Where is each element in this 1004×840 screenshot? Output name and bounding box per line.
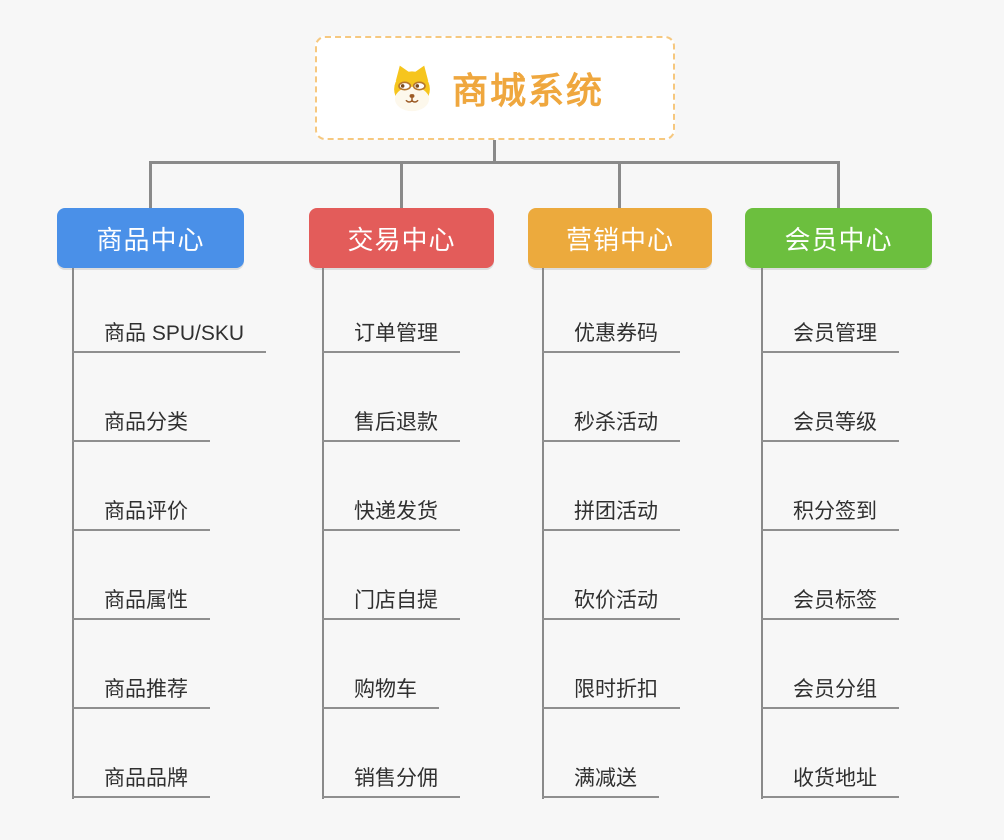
mindmap-node[interactable]: 商品 SPU/SKU (72, 317, 267, 353)
mindmap-node[interactable]: 订单管理 (322, 317, 460, 353)
mindmap-node[interactable]: 会员等级 (761, 406, 899, 442)
shiba-dog-icon (386, 64, 438, 112)
mindmap-node[interactable]: 会员分组 (761, 673, 899, 709)
root-node-mall-system[interactable]: 商城系统 (315, 36, 675, 140)
mindmap-node[interactable]: 门店自提 (322, 584, 460, 620)
branch-drop-connector (618, 161, 621, 208)
mindmap-node[interactable]: 收货地址 (761, 762, 899, 798)
branch-header-trade-center[interactable]: 交易中心 (309, 208, 494, 268)
mindmap-node[interactable]: 限时折扣 (542, 673, 680, 709)
root-trunk-connector (493, 140, 496, 163)
branch-trunk-line (322, 268, 324, 799)
branch-drop-connector (400, 161, 403, 208)
mindmap-node[interactable]: 秒杀活动 (542, 406, 680, 442)
mindmap-node[interactable]: 积分签到 (761, 495, 899, 531)
mindmap-node[interactable]: 会员标签 (761, 584, 899, 620)
horizontal-bus-connector (149, 161, 839, 164)
mindmap-node[interactable]: 商品品牌 (72, 762, 210, 798)
branch-header-member-center[interactable]: 会员中心 (745, 208, 932, 268)
mindmap-node[interactable]: 商品分类 (72, 406, 210, 442)
root-node-title: 商城系统 (451, 70, 604, 111)
branch-trunk-line (72, 268, 74, 799)
mindmap-node[interactable]: 商品属性 (72, 584, 210, 620)
mindmap-node[interactable]: 砍价活动 (542, 584, 680, 620)
mindmap-node[interactable]: 商品推荐 (72, 673, 210, 709)
mindmap-node[interactable]: 满减送 (542, 762, 659, 798)
branch-header-marketing-center[interactable]: 营销中心 (528, 208, 712, 268)
branch-drop-connector (149, 161, 152, 208)
mindmap-node[interactable]: 优惠券码 (542, 317, 680, 353)
branch-trunk-line (542, 268, 544, 799)
mindmap-node[interactable]: 商品评价 (72, 495, 210, 531)
branch-drop-connector (837, 161, 840, 208)
mindmap-node[interactable]: 售后退款 (322, 406, 460, 442)
branch-header-product-center[interactable]: 商品中心 (57, 208, 244, 268)
mindmap-node[interactable]: 购物车 (322, 673, 439, 709)
branch-trunk-line (761, 268, 763, 799)
mindmap-node[interactable]: 拼团活动 (542, 495, 680, 531)
mindmap-node[interactable]: 销售分佣 (322, 762, 460, 798)
mindmap-node[interactable]: 会员管理 (761, 317, 899, 353)
mindmap-node[interactable]: 快递发货 (322, 495, 460, 531)
